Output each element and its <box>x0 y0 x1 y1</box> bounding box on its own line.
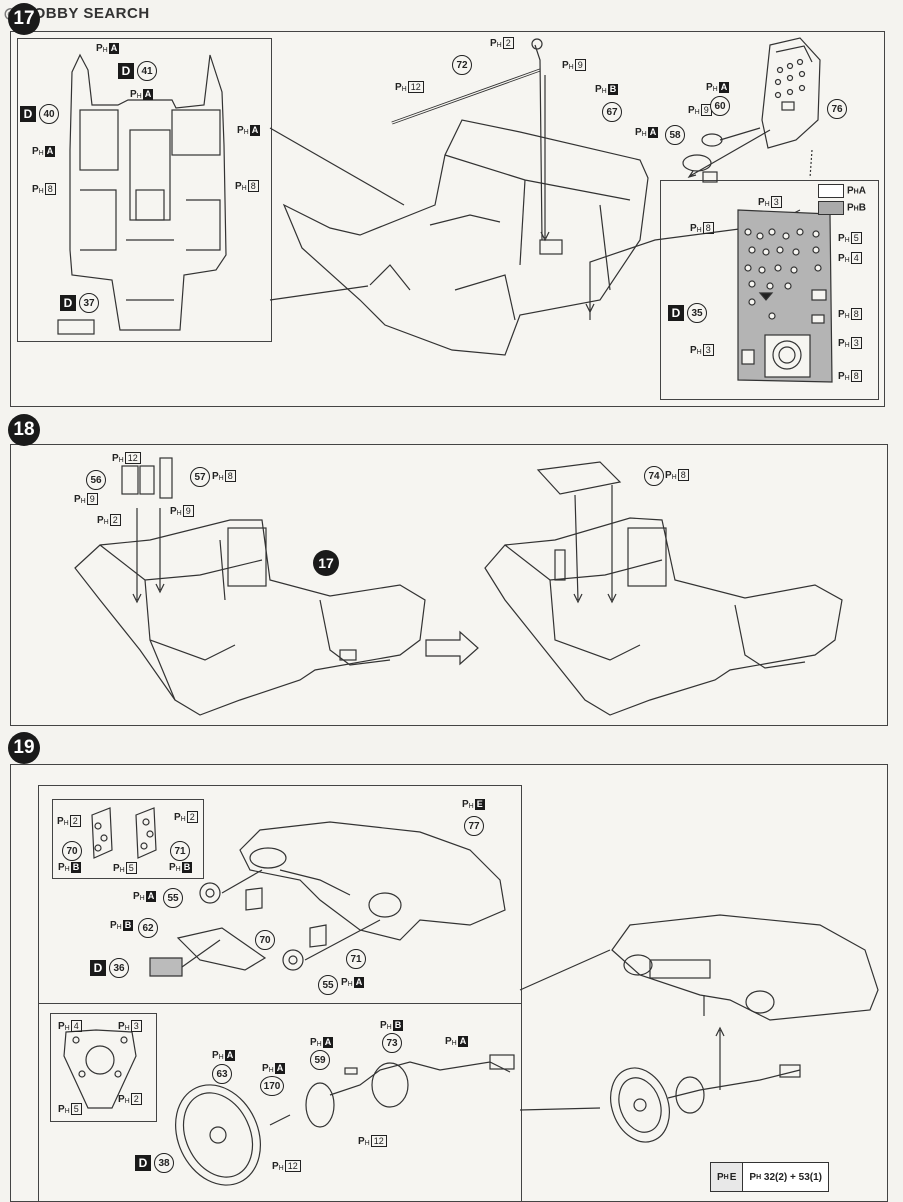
part-60: 60 <box>710 96 730 116</box>
part-67: 67 <box>602 102 622 122</box>
part-74: 74 <box>644 466 664 486</box>
part-56: 56 <box>86 470 106 490</box>
dash-panel-detail <box>737 209 833 383</box>
part-71-b: 71 <box>346 949 366 969</box>
part-17-badge: 17 <box>313 550 339 576</box>
part-71: 71 <box>170 841 190 861</box>
assembled-steering <box>610 1064 801 1143</box>
part-58: 58 <box>665 125 685 145</box>
part-59: 59 <box>310 1050 330 1070</box>
part-73: 73 <box>382 1033 402 1053</box>
legend-a: PHA <box>818 184 866 198</box>
tub-18-left <box>74 519 426 716</box>
step-number-18: 18 <box>8 414 40 446</box>
center-tub-17 <box>282 119 649 356</box>
part-55: 55 <box>163 888 183 908</box>
part-72: 72 <box>452 55 472 75</box>
part-57: 57 <box>190 467 210 487</box>
part-55-b: 55 <box>318 975 338 995</box>
part-170: 170 <box>260 1076 284 1096</box>
legend-b: PHB <box>818 201 866 215</box>
step-number-19: 19 <box>8 732 40 764</box>
part-63: 63 <box>212 1064 232 1084</box>
part-76: 76 <box>827 99 847 119</box>
part-70: 70 <box>62 841 82 861</box>
tub-18-right <box>484 517 843 716</box>
part-62: 62 <box>138 918 158 938</box>
part-77: 77 <box>464 816 484 836</box>
chassis-top-view <box>57 53 227 335</box>
dashboard-part-77 <box>239 821 506 941</box>
step-number-17: 17 <box>8 3 40 35</box>
assembled-dashboard <box>611 914 879 1021</box>
part-70-b: 70 <box>255 930 275 950</box>
color-legend: PHA PHB <box>818 184 866 215</box>
